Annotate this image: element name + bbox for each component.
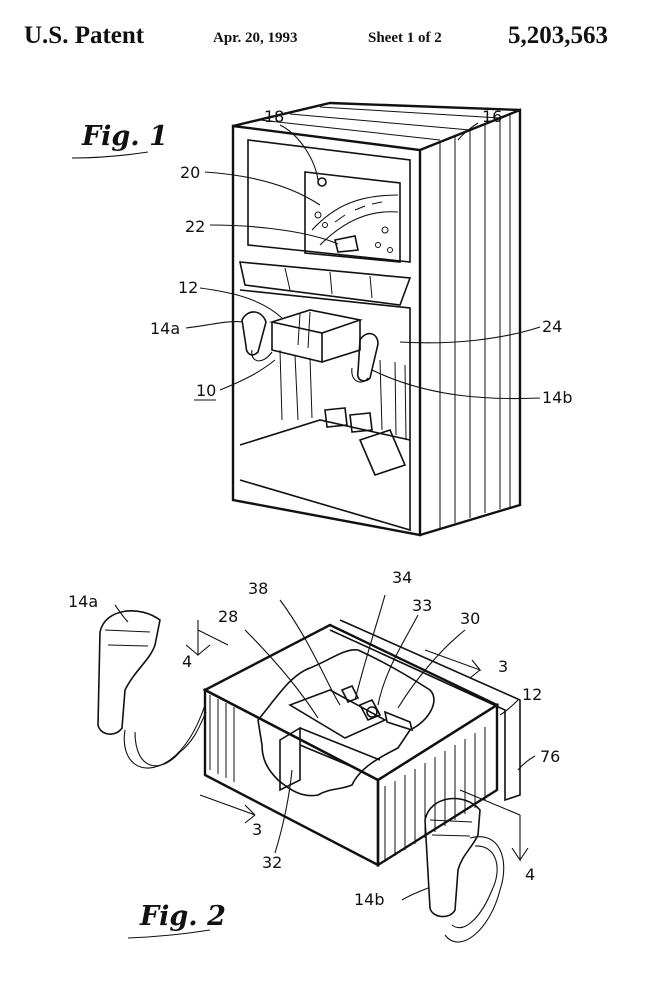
patent-header-left: U.S. Patent bbox=[24, 22, 145, 49]
label-22: 22 bbox=[185, 217, 205, 236]
section-label-3-top: 3 bbox=[498, 657, 508, 676]
label-24: 24 bbox=[542, 317, 562, 336]
patent-number: 5,203,563 bbox=[508, 22, 608, 49]
figure-2-title-underline bbox=[127, 929, 211, 939]
label-10: 10 bbox=[196, 381, 216, 400]
label-16: 16 bbox=[482, 107, 502, 126]
label-30: 30 bbox=[460, 609, 480, 628]
label-14a-fig1: 14a bbox=[150, 319, 180, 338]
figure-2-leader-lines bbox=[114, 594, 536, 901]
label-38: 38 bbox=[248, 579, 268, 598]
figure-2-title: Fig. 2 bbox=[139, 901, 226, 932]
label-12-fig1: 12 bbox=[178, 278, 198, 297]
label-76: 76 bbox=[540, 747, 560, 766]
figure-1-title-underline bbox=[71, 151, 149, 159]
sheet-number: Sheet 1 of 2 bbox=[368, 30, 442, 46]
figure-2-controller bbox=[97, 610, 529, 943]
label-14a-fig2: 14a bbox=[68, 592, 98, 611]
label-33: 33 bbox=[412, 596, 432, 615]
label-20: 20 bbox=[180, 163, 200, 182]
section-label-4-bottom: 4 bbox=[525, 865, 535, 884]
patent-date: Apr. 20, 1993 bbox=[213, 30, 298, 46]
section-label-3-bottom: 3 bbox=[252, 820, 262, 839]
label-32: 32 bbox=[262, 853, 282, 872]
label-14b-fig1: 14b bbox=[542, 388, 573, 407]
label-34: 34 bbox=[392, 568, 412, 587]
figure-1-leader-lines bbox=[185, 122, 541, 400]
label-18: 18 bbox=[264, 107, 284, 126]
section-label-4-top: 4 bbox=[182, 652, 192, 671]
label-28: 28 bbox=[218, 607, 238, 626]
figure-1-title: Fig. 1 bbox=[81, 121, 168, 152]
label-14b-fig2: 14b bbox=[354, 890, 385, 909]
label-12-fig2: 12 bbox=[522, 685, 542, 704]
figure-1-cabinet bbox=[231, 101, 522, 537]
